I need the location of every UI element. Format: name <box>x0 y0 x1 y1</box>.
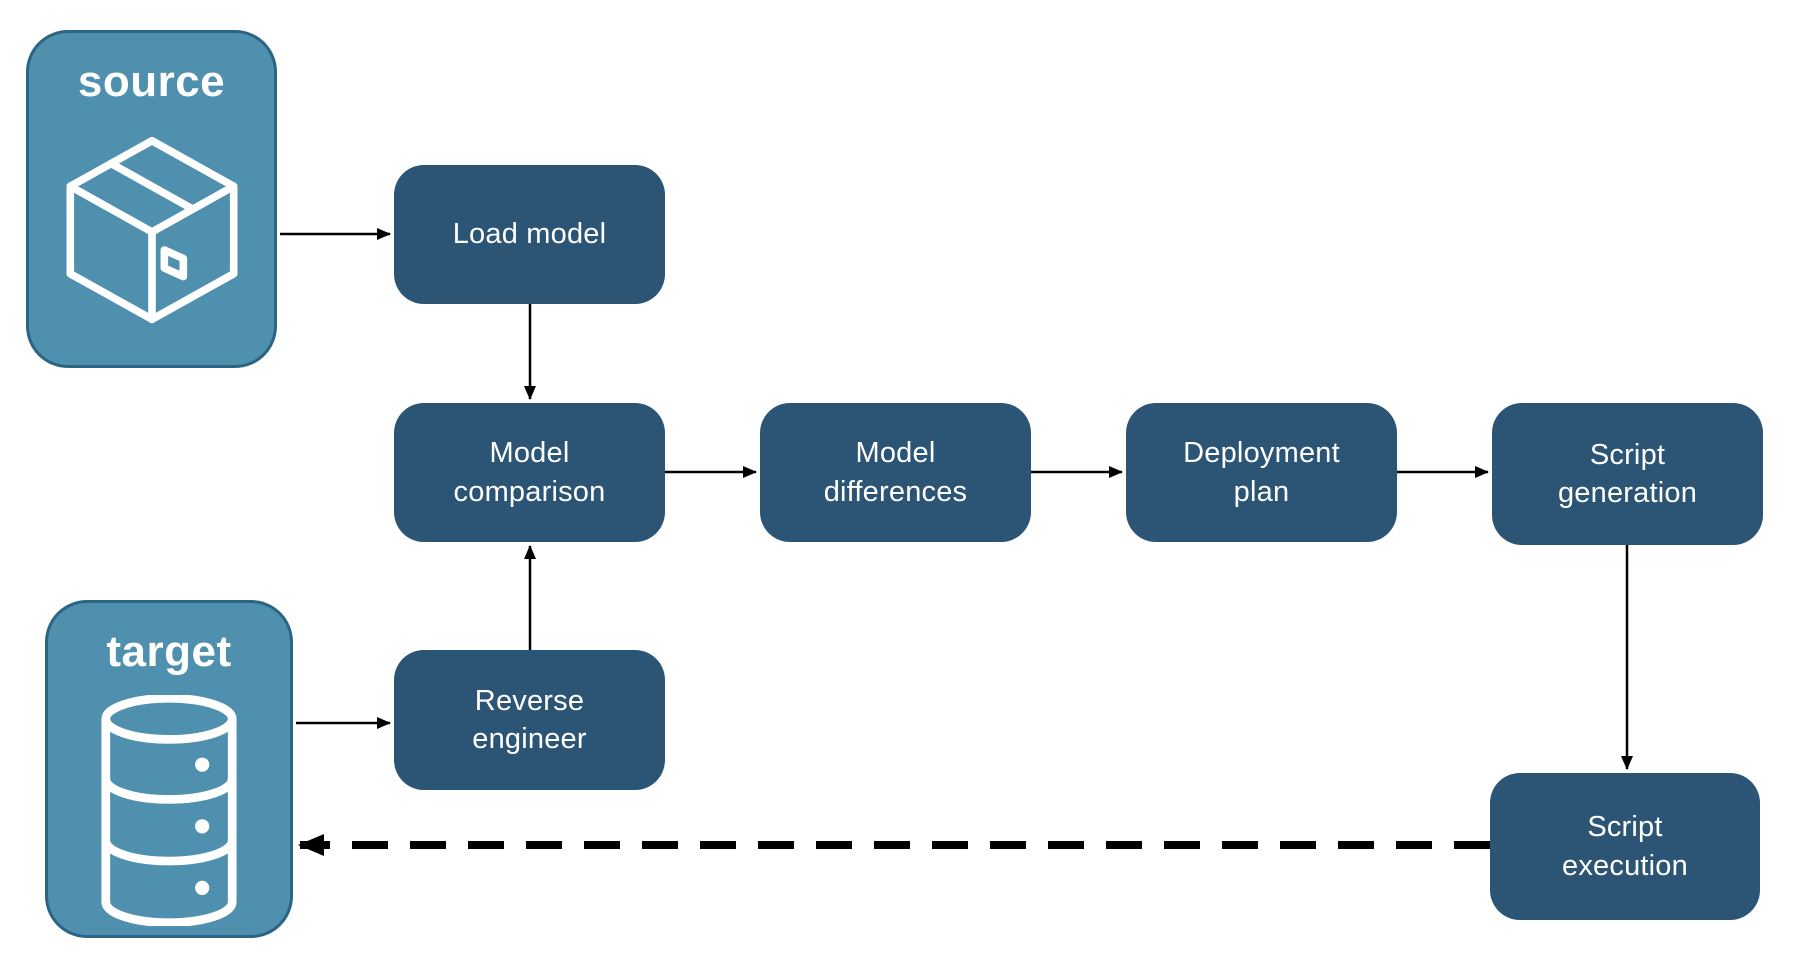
target-endpoint: target <box>45 600 293 938</box>
node-model-comparison: Model comparison <box>394 403 665 542</box>
node-deployment-plan: Deployment plan <box>1126 403 1397 542</box>
database-cylinder-icon <box>101 695 237 926</box>
node-model-differences: Model differences <box>760 403 1031 542</box>
node-reverse-engineer: Reverse engineer <box>394 650 665 790</box>
node-script-execution: Script execution <box>1490 773 1760 920</box>
package-box-icon <box>66 136 237 324</box>
source-label: source <box>77 57 226 106</box>
node-script-generation: Script generation <box>1492 403 1763 545</box>
source-endpoint: source <box>26 30 277 368</box>
node-load-model: Load model <box>394 165 665 304</box>
target-label: target <box>106 627 232 676</box>
